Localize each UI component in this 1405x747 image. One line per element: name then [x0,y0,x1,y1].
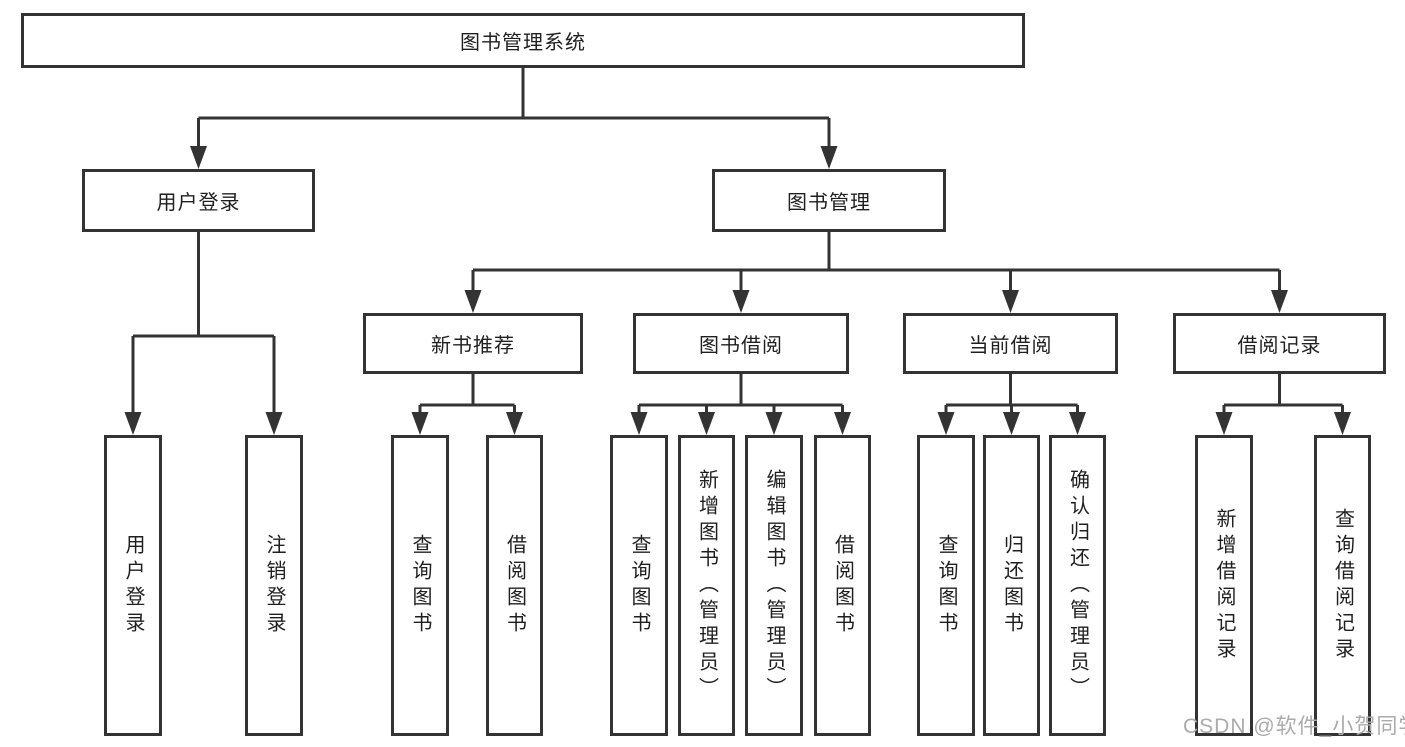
leaf-query-books-recommend-label: 查询图书 [409,533,431,638]
leaf-borrow-books-recommend-label: 借阅图书 [503,533,526,638]
node-borrow-records-label: 借阅记录 [1237,335,1322,357]
leaf-logout-label: 注销登录 [263,533,285,638]
leaf-query-books-recommend: 查询图书 [391,435,449,736]
leaf-borrow-books-recommend: 借阅图书 [486,435,543,736]
node-book-management-label: 图书管理 [787,192,871,214]
connector-user-login [131,232,276,416]
leaf-add-borrow-record: 新增借阅记录 [1195,435,1253,736]
node-new-book-recommend: 新书推荐 [363,313,583,374]
leaf-query-books-current-label: 查询图书 [935,533,957,638]
leaf-add-books-admin-label: 新增图书（管理员） [695,468,718,703]
node-current-borrow-label: 当前借阅 [968,335,1053,357]
leaf-user-login-label: 用户登录 [122,533,144,638]
csdn-watermark: CSDN @软件_小贺同学 [1183,715,1405,738]
node-user-login-label: 用户登录 [156,192,241,214]
connector-book-borrow [637,374,844,416]
leaf-add-books-admin: 新增图书（管理员） [678,435,735,736]
connector-new-book-recommend [418,374,516,416]
leaf-query-borrow-record-label: 查询借阅记录 [1331,507,1354,664]
node-user-login: 用户登录 [82,169,315,232]
node-current-borrow: 当前借阅 [903,313,1118,374]
leaf-add-borrow-record-label: 新增借阅记录 [1213,507,1235,664]
node-book-borrow-label: 图书借阅 [699,335,783,357]
node-root: 图书管理系统 [21,13,1025,68]
node-new-book-recommend-label: 新书推荐 [431,335,515,357]
connector-root [197,68,831,150]
leaf-return-books: 归还图书 [983,435,1040,736]
leaf-user-login: 用户登录 [104,435,162,736]
leaf-edit-books-admin: 编辑图书（管理员） [745,435,803,736]
arrowheads [124,146,1351,435]
node-book-management: 图书管理 [712,169,946,232]
leaf-query-books-borrow: 查询图书 [610,435,668,736]
leaf-query-books-borrow-label: 查询图书 [628,533,650,638]
connector-book-management [471,232,1281,294]
leaf-confirm-return-admin-label: 确认归还（管理员） [1066,468,1089,703]
connector-borrow-records [1222,374,1344,416]
leaf-logout: 注销登录 [245,435,303,736]
node-root-label: 图书管理系统 [460,32,586,54]
leaf-query-borrow-record: 查询借阅记录 [1314,435,1371,736]
leaf-confirm-return-admin: 确认归还（管理员） [1049,435,1106,736]
node-borrow-records: 借阅记录 [1173,313,1386,374]
leaf-borrow-books-label: 借阅图书 [831,533,854,638]
leaf-query-books-current: 查询图书 [917,435,975,736]
leaf-edit-books-admin-label: 编辑图书（管理员） [763,468,785,703]
node-book-borrow: 图书借阅 [633,313,849,374]
connector-current-borrow [944,374,1079,416]
leaf-borrow-books: 借阅图书 [814,435,871,736]
leaf-return-books-label: 归还图书 [1000,533,1023,638]
